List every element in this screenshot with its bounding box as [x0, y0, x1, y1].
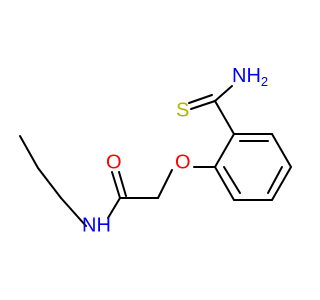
- ring-to-thiocarbonyl-bond: [214, 100, 235, 135]
- cs-double-bond-2: [188, 94, 213, 104]
- amine-group-label: NH2: [232, 65, 268, 89]
- co-double-bond-2: [118, 171, 127, 197]
- molecule-svg: NH2 S O O NH: [19, 65, 292, 236]
- carbonyl-oxygen-atom-label: O: [106, 151, 122, 173]
- butyl-bond-2: [37, 167, 62, 199]
- nh-to-butyl-bond: [60, 197, 87, 227]
- ring-bond-2: [271, 133, 292, 168]
- ring-inner-bond-3: [223, 166, 241, 194]
- ring-bond-6: [214, 133, 235, 168]
- thiocarbonyl-to-n-bond: [214, 85, 233, 102]
- ring-inner-bond-2: [267, 166, 283, 194]
- butyl-bond-3: [19, 135, 39, 169]
- ring-bond-3: [271, 166, 292, 201]
- co-double-bond-1: [111, 171, 121, 199]
- oxygen-to-ch2-bond: [157, 169, 173, 199]
- carbonyl-to-nh-bond: [107, 197, 121, 219]
- amide-nh-atom-label: NH: [82, 214, 111, 236]
- cs-double-bond-1: [190, 100, 216, 110]
- sulfur-atom-label: S: [176, 99, 189, 121]
- ether-oxygen-atom-label: O: [175, 151, 191, 173]
- benzene-ring: [214, 133, 292, 201]
- structure-diagram: NH2 S O O NH: [19, 65, 292, 236]
- ring-bond-5: [214, 166, 235, 201]
